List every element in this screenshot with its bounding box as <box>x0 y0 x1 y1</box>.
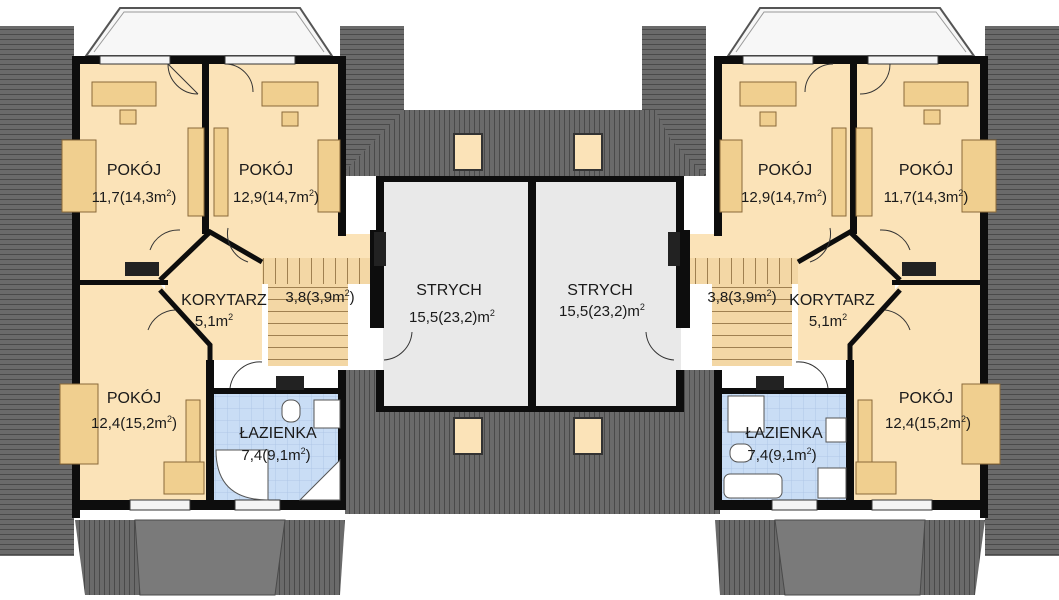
room-name: POKÓJ <box>899 388 953 407</box>
top-windows <box>99 55 939 511</box>
room-area: 12,4(15,2m2) <box>885 414 971 432</box>
room-area: 11,7(14,3m2) <box>884 188 969 206</box>
room-name: ŁAZIENKA <box>745 425 823 442</box>
room-area: 3,8(3,9m2) <box>285 288 354 306</box>
room-area: 7,4(9,1m2) <box>747 446 816 464</box>
room-area: 5,1m2 <box>809 312 847 330</box>
room-area: 12,4(15,2m2) <box>91 414 177 432</box>
room-name: ŁAZIENKA <box>239 425 317 442</box>
room-area: 15,5(23,2)m2 <box>409 308 495 326</box>
room-name: KORYTARZ <box>181 292 267 309</box>
bath-fixtures <box>215 395 847 501</box>
walls-right <box>534 56 988 518</box>
room-area: 5,1m2 <box>195 312 233 330</box>
door-swings <box>147 63 911 389</box>
roof-middle-top <box>370 110 690 176</box>
room-name: POKÓJ <box>758 160 812 179</box>
room-name: POKÓJ <box>899 160 953 179</box>
room-name: POKÓJ <box>107 388 161 407</box>
room-name: POKÓJ <box>239 160 293 179</box>
room-area: 12,9(14,7m2) <box>741 188 827 206</box>
chimneys <box>125 232 936 390</box>
furniture-right <box>719 81 1001 495</box>
roof-outer-right <box>985 26 1059 556</box>
room-name: STRYCH <box>567 282 633 299</box>
room-name: POKÓJ <box>107 160 161 179</box>
room-area: 3,8(3,9m2) <box>707 288 776 306</box>
walls-left <box>72 56 536 518</box>
bay-window-right <box>726 7 976 57</box>
roof-outer-left <box>0 26 74 556</box>
roof-bottom-left-dormer <box>75 519 345 596</box>
corridor-walls <box>158 228 902 362</box>
roof-bottom-right-dormer <box>715 519 985 596</box>
room-area: 11,7(14,3m2) <box>92 188 177 206</box>
skylights <box>453 133 603 455</box>
room-name: KORYTARZ <box>789 292 875 309</box>
bay-window-left <box>84 7 334 57</box>
room-area: 15,5(23,2)m2 <box>559 302 645 320</box>
room-area: 7,4(9,1m2) <box>241 446 310 464</box>
room-labels: POKÓJ 11,7(14,3m2) POKÓJ 12,9(14,7m2) KO… <box>91 160 971 464</box>
furniture-left <box>59 81 341 495</box>
room-area: 12,9(14,7m2) <box>233 188 319 206</box>
room-name: STRYCH <box>416 282 482 299</box>
